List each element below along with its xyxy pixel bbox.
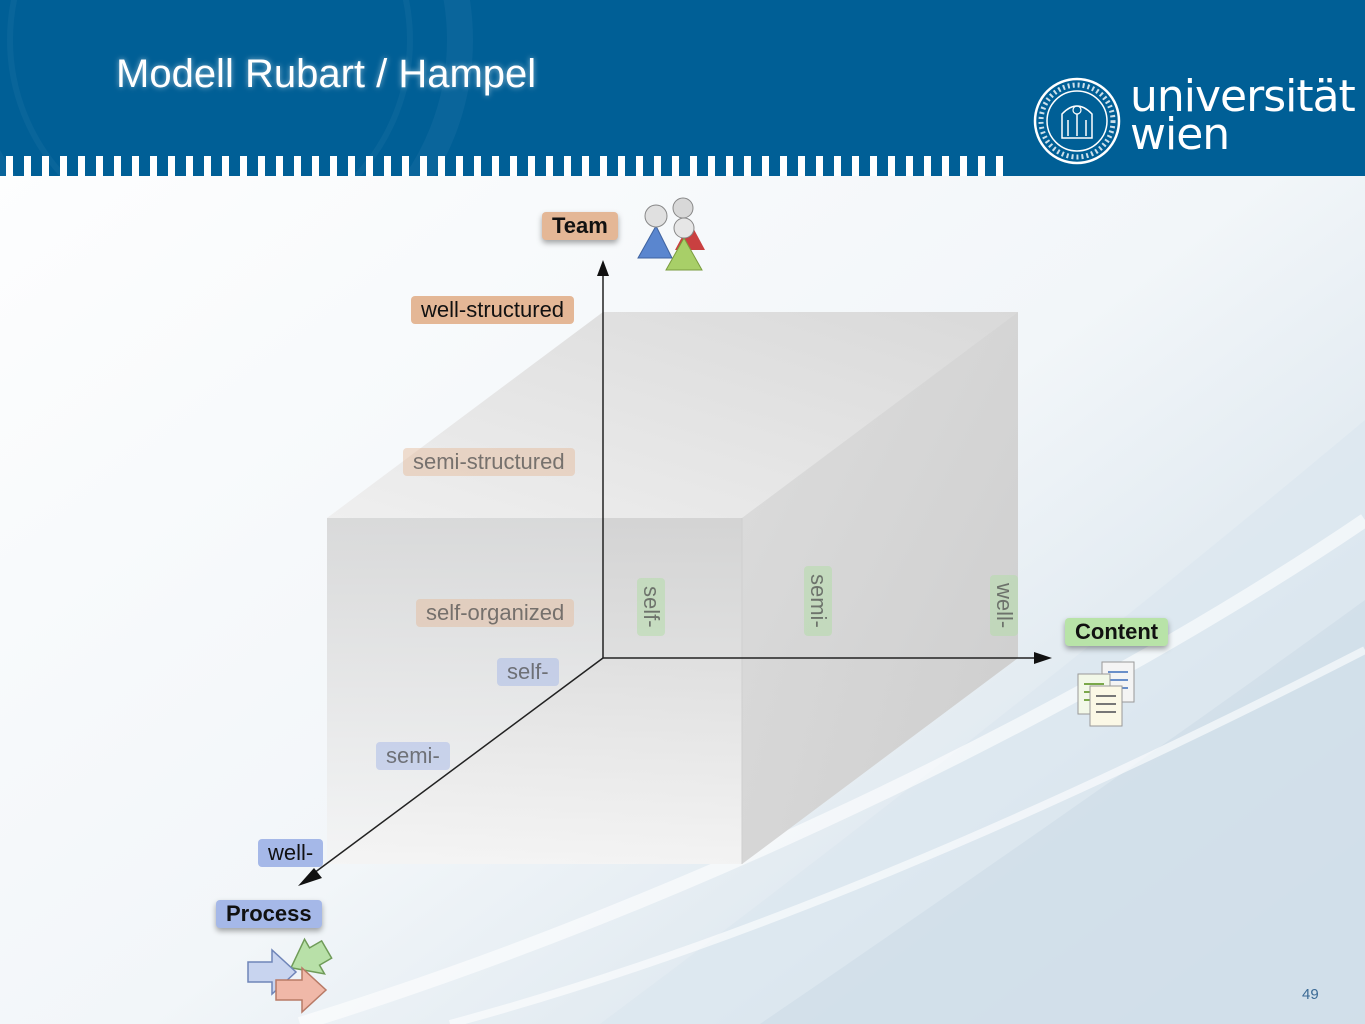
team-level-semi-structured: semi-structured	[403, 448, 575, 476]
axes	[298, 260, 1052, 886]
university-logo[interactable]: universität wien	[1130, 71, 1356, 160]
process-arrows-icon	[247, 937, 333, 1014]
team-level-well-structured: well-structured	[411, 296, 575, 324]
process-level-well: well-	[258, 839, 324, 867]
process-axis-title: Process	[216, 900, 322, 928]
content-level-semi: semi-	[804, 566, 832, 636]
page-number: 49	[1302, 986, 1319, 1003]
team-people-icon	[637, 197, 705, 271]
process-level-self: self-	[497, 658, 559, 686]
logo-line-wien: wien	[1130, 109, 1230, 160]
team-level-self-organized: self-organized	[416, 599, 575, 627]
team-axis-title: Team	[542, 212, 618, 240]
university-seal-icon	[1033, 77, 1121, 165]
cube-shape	[327, 312, 1018, 864]
slide-title: Modell Rubart / Hampel	[116, 52, 537, 96]
header-bar: Modell Rubart / Hampel universität wien	[0, 0, 1365, 176]
content-level-well: well-	[990, 575, 1018, 637]
header-decoration	[0, 0, 1003, 176]
content-documents-icon	[1077, 661, 1135, 727]
content-axis-title: Content	[1065, 618, 1169, 646]
content-level-self: self-	[637, 578, 665, 636]
process-level-semi: semi-	[376, 742, 450, 770]
logo-line-universitaet: universität	[1130, 71, 1356, 122]
